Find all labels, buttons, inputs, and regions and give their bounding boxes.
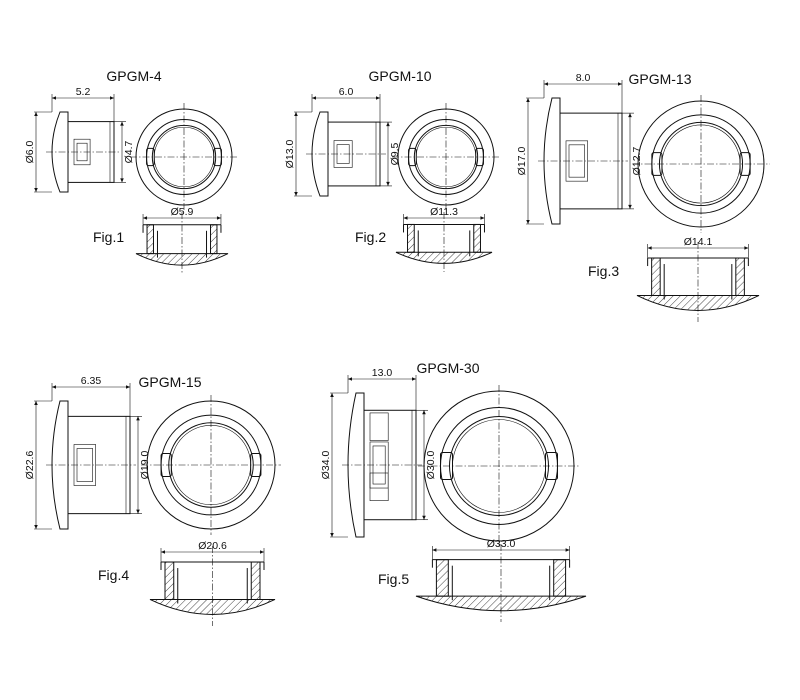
cap-flange: [51, 400, 69, 530]
grommet-wall: [435, 559, 449, 597]
part-number-title: GPGM-4: [106, 68, 161, 84]
section-diameter-dimension: Ø20.6: [198, 540, 227, 552]
front-view: [632, 95, 770, 233]
outer-diameter-dimension: Ø17.0: [516, 147, 528, 176]
grommet-wall: [735, 257, 745, 296]
inner-diameter-dimension: Ø30.0: [425, 451, 437, 480]
cap-flange: [51, 111, 69, 193]
front-view: [418, 385, 580, 547]
part-number-title: GPGM-10: [368, 68, 431, 84]
figure-label: Fig.1: [93, 229, 124, 245]
outer-diameter-dimension: Ø6.0: [24, 140, 36, 163]
figure-label: Fig.4: [98, 567, 129, 583]
grommet-wall: [164, 561, 175, 600]
width-dimension: 13.0: [372, 367, 393, 379]
section-view: Ø11.3: [395, 206, 493, 272]
panel-section: [395, 251, 493, 264]
section-diameter-dimension: Ø11.3: [430, 206, 458, 218]
section-view: Ø33.0: [415, 538, 587, 622]
figure-label: Fig.5: [378, 571, 409, 587]
cap-flange: [347, 392, 365, 538]
inner-diameter-dimension: Ø12.7: [631, 147, 643, 176]
width-dimension: 6.35: [81, 375, 102, 387]
part-number-title: GPGM-15: [138, 374, 201, 390]
outer-diameter-dimension: Ø34.0: [320, 451, 332, 480]
front-view: [141, 395, 281, 535]
panel-section: [636, 294, 760, 311]
front-view: [392, 103, 500, 211]
grommet-wall: [210, 224, 218, 255]
width-dimension: 8.0: [576, 72, 591, 84]
outer-diameter-dimension: Ø13.0: [284, 140, 296, 169]
width-dimension: 6.0: [339, 86, 354, 98]
cap-flange: [543, 97, 561, 225]
part-number-title: GPGM-30: [416, 360, 479, 376]
grommet-wall: [407, 223, 415, 253]
width-dimension: 5.2: [76, 86, 91, 98]
latch-slot: [369, 412, 389, 441]
section-diameter-dimension: Ø33.0: [487, 538, 516, 550]
latch-slot: [369, 472, 389, 501]
grommet-wall: [651, 257, 661, 296]
grommet-wall: [553, 559, 567, 597]
grommet-wall: [250, 561, 261, 600]
outer-diameter-dimension: Ø22.6: [24, 451, 36, 480]
grommet-wall: [473, 223, 481, 253]
front-view: [130, 103, 238, 211]
figure-label: Fig.2: [355, 229, 386, 245]
section-view: Ø14.1: [636, 236, 760, 322]
side-view: 5.2Ø6.0 Ø4.7: [24, 86, 135, 193]
inner-diameter-dimension: Ø4.7: [123, 140, 135, 163]
section-diameter-dimension: Ø5.9: [171, 206, 194, 218]
part-number-title: GPGM-13: [628, 71, 691, 87]
figure-label: Fig.3: [588, 263, 619, 279]
panel-section: [149, 598, 276, 615]
grommet-wall: [146, 224, 154, 255]
cap-flange: [311, 111, 329, 197]
section-diameter-dimension: Ø14.1: [684, 236, 713, 248]
section-view: Ø20.6: [149, 540, 276, 626]
section-view: Ø5.9: [135, 206, 229, 274]
